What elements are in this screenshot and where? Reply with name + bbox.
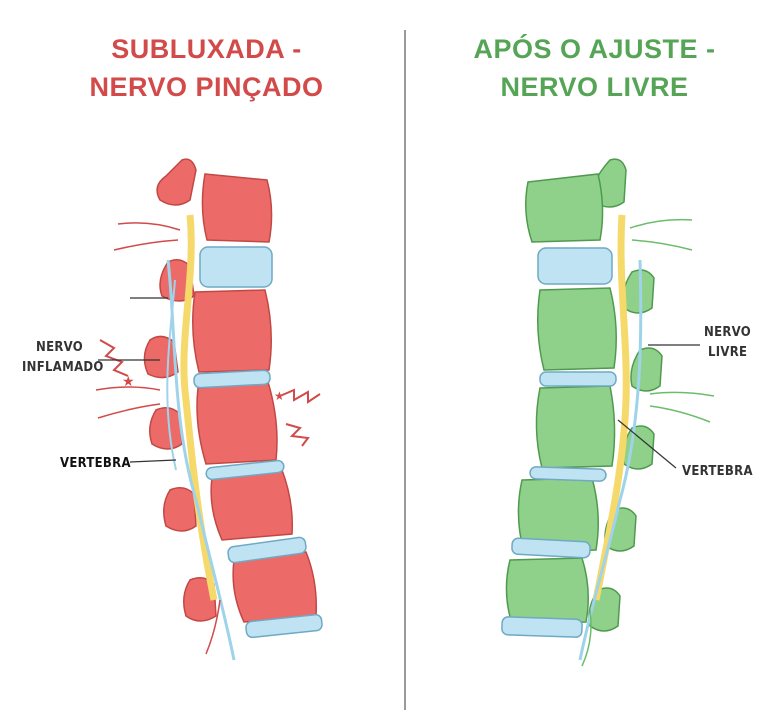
right-vertebral-bodies [505, 173, 617, 625]
left-label-inflamed-nerve: NERVO INFLAMADO [22, 338, 104, 378]
left-discs [193, 246, 323, 639]
right-label-free-nerve: NERVO LIVRE [704, 323, 751, 363]
left-label-vertebra: VERTEBRA [60, 456, 131, 471]
panel-divider [404, 30, 406, 710]
right-nerve-branches [581, 218, 715, 667]
left-title-line2: NERVO PINÇADO [89, 72, 324, 102]
right-discs [501, 247, 617, 638]
right-label-nerve-line2: LIVRE [708, 345, 748, 360]
left-spinal-cord [180, 214, 218, 601]
left-title-line1: SUBLUXADA - [111, 34, 302, 64]
left-blue-nerve [166, 259, 236, 661]
left-label-nerve-line1: NERVO [36, 340, 84, 355]
left-nerve-branches [95, 222, 221, 655]
right-panel-title: APÓS O AJUSTE - NERVO LIVRE [400, 30, 778, 106]
right-spine [501, 158, 715, 667]
right-title-line2: NERVO LIVRE [500, 72, 689, 102]
left-spine: ★ ★ [95, 158, 323, 661]
svg-text:★: ★ [274, 389, 285, 403]
right-title-line1: APÓS O AJUSTE - [473, 34, 716, 64]
right-spinal-cord [592, 214, 630, 601]
svg-text:★: ★ [122, 373, 135, 389]
left-inflammation-marks [99, 339, 321, 447]
right-blue-nerve [578, 259, 643, 661]
left-label-nerve-line2: INFLAMADO [22, 360, 104, 375]
right-label-nerve-line1: NERVO [704, 325, 752, 340]
left-panel-title: SUBLUXADA - NERVO PINÇADO [12, 30, 401, 106]
left-vertebral-bodies [192, 173, 318, 623]
right-label-vertebra: VERTEBRA [682, 464, 753, 479]
